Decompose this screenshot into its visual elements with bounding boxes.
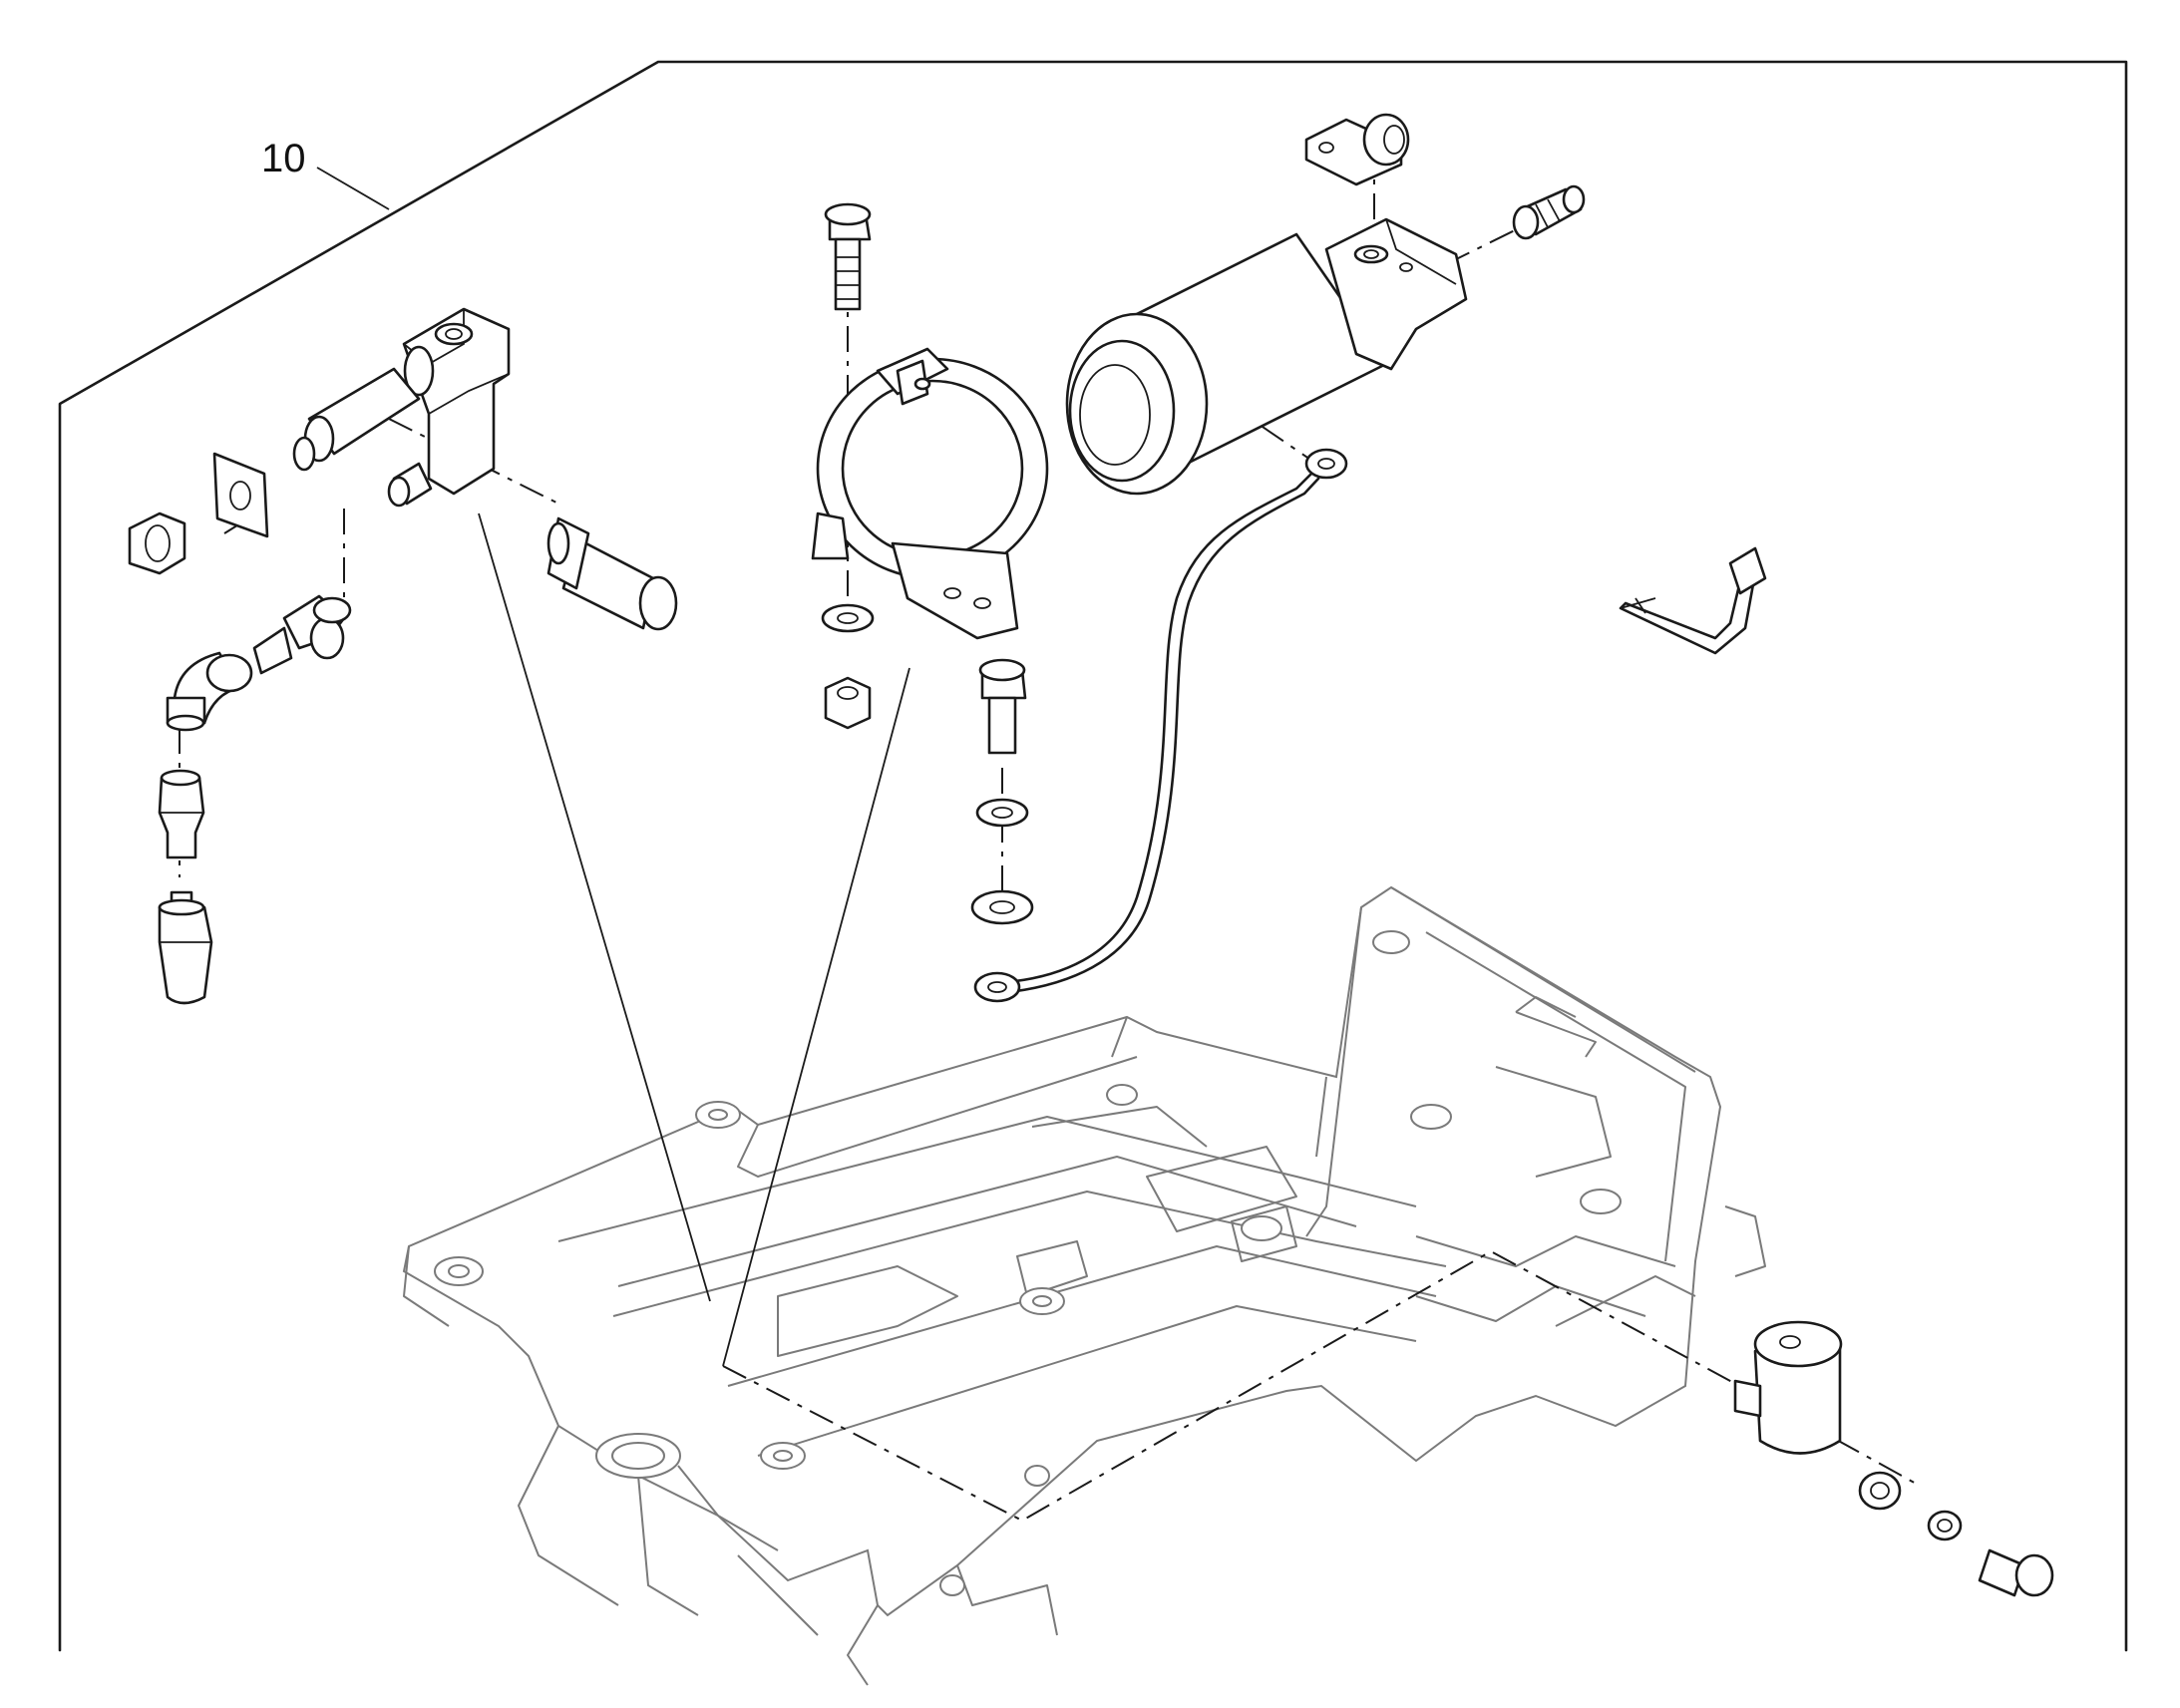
chassis-frame	[402, 885, 1766, 1686]
pressure-switch-assembly	[1733, 1320, 2054, 1597]
valve-block-assembly	[128, 307, 678, 1005]
assembly-frame	[58, 60, 2128, 1652]
callout-leader	[316, 167, 390, 210]
accumulator-assembly	[973, 113, 1586, 1003]
mount-bolt-stack	[970, 658, 1034, 925]
clamp-bracket-assembly	[811, 202, 1049, 730]
switch-bracket	[1619, 546, 1767, 655]
callout-label: 10	[261, 137, 306, 180]
